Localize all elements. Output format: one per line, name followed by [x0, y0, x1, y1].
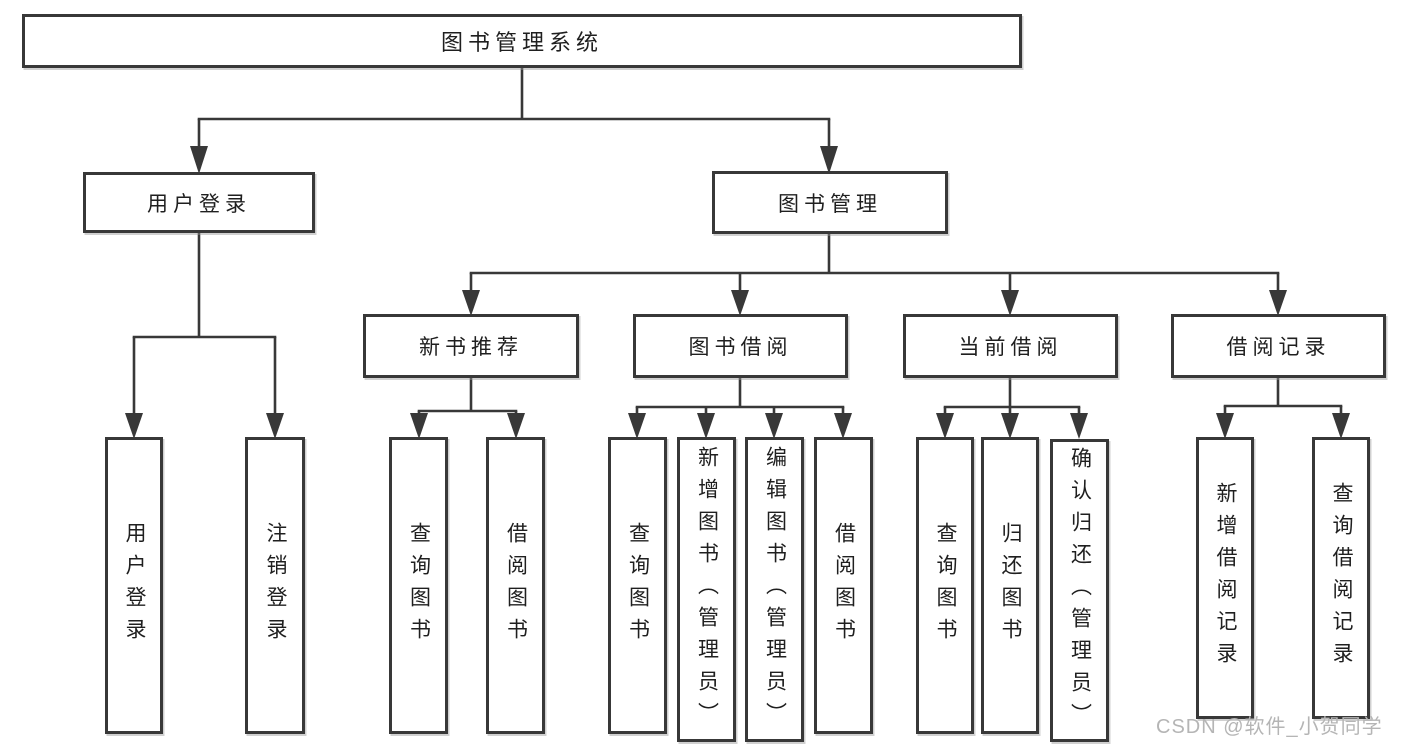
node-book-management: 图书管理: [712, 171, 948, 234]
node-borrow-record: 借阅记录: [1171, 314, 1386, 378]
node-current-borrow: 当前借阅: [903, 314, 1118, 378]
node-leaf-bb-edit-book: 编辑图书（管理员）: [745, 437, 804, 742]
node-leaf-nb-query-book: 查询图书: [389, 437, 448, 734]
node-leaf-bb-query-book: 查询图书: [608, 437, 667, 734]
node-leaf-cb-confirm-return: 确认归还（管理员）: [1050, 439, 1109, 742]
node-leaf-logout: 注销登录: [245, 437, 305, 734]
node-root: 图书管理系统: [22, 14, 1022, 68]
node-leaf-br-add-record: 新增借阅记录: [1196, 437, 1254, 719]
node-leaf-bb-borrow-book: 借阅图书: [814, 437, 873, 734]
node-leaf-cb-query-book: 查询图书: [916, 437, 974, 734]
node-leaf-user-login: 用户登录: [105, 437, 163, 734]
node-leaf-cb-return-book: 归还图书: [981, 437, 1039, 734]
node-new-book-recommend: 新书推荐: [363, 314, 579, 378]
node-leaf-br-query-record: 查询借阅记录: [1312, 437, 1370, 719]
node-leaf-nb-borrow-book: 借阅图书: [486, 437, 545, 734]
node-leaf-bb-add-book: 新增图书（管理员）: [677, 437, 736, 742]
node-user-login: 用户登录: [83, 172, 315, 233]
node-book-borrow: 图书借阅: [633, 314, 848, 378]
